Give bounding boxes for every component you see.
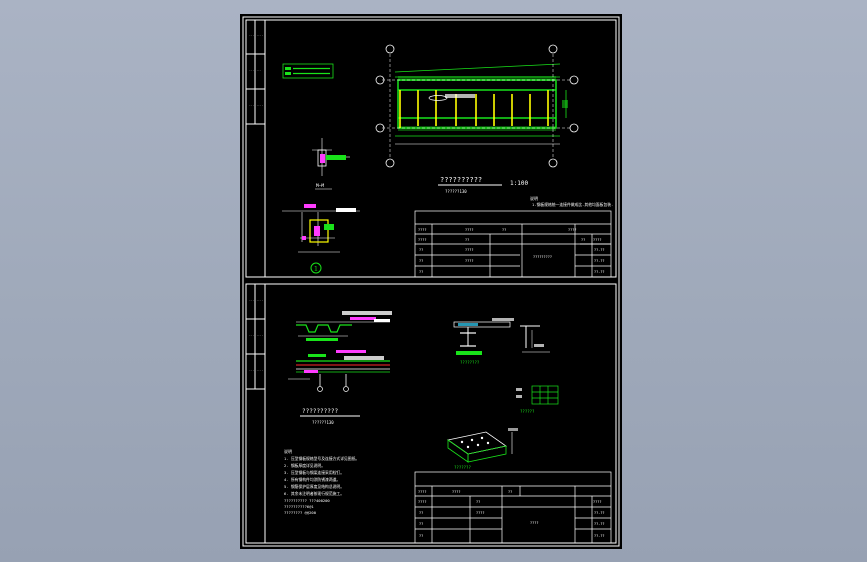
sheet1-note-label: 说明 xyxy=(530,195,538,201)
grid-axis-bubble-icon xyxy=(375,44,579,168)
stud-detail-label: ???????? xyxy=(460,360,480,365)
s1-block-text: ????????? xyxy=(533,255,552,259)
sheet2-note-4: 4. 所有钢构件均涂防锈漆两道。 xyxy=(284,477,340,482)
s2-mid-3: ?? xyxy=(476,500,480,504)
sheet2-note-6: 6. 其余未注明者按现行规范施工。 xyxy=(284,491,344,496)
s2-right-1: ???? xyxy=(593,500,601,504)
outer-border xyxy=(242,16,620,547)
s1-row-3: ?? xyxy=(419,248,423,252)
sheet2-section-title: ?????????? xyxy=(302,408,339,415)
cad-drawing-svg: ............... ................ .......… xyxy=(242,16,620,547)
s2-row-1: ???? xyxy=(418,490,426,494)
s1-row-1: ???? xyxy=(418,228,426,232)
s2-row-4: ?? xyxy=(419,522,423,526)
svg-text:........: ........ xyxy=(249,368,264,372)
plan-scale: 1:100 xyxy=(510,180,528,187)
plan-subtitle: ??????130 xyxy=(445,189,467,194)
s2-right-4: ??-?? xyxy=(594,534,605,538)
s1-row-2: ???? xyxy=(418,238,426,242)
svg-text:........: ........ xyxy=(249,103,264,107)
sheet2-note-3: 3. 压型钢板与钢梁连接采用栓钉。 xyxy=(284,470,344,475)
svg-text:.......: ....... xyxy=(249,68,262,72)
angle-detail xyxy=(520,325,550,353)
svg-text:........: ........ xyxy=(249,333,264,337)
section-detail-mm xyxy=(312,138,350,176)
s1-mid-3: ?? xyxy=(465,238,469,242)
s2-mid-4: ???? xyxy=(476,511,484,515)
s2-block-text: ???? xyxy=(530,521,538,525)
small-table xyxy=(516,385,559,405)
legend-block xyxy=(282,63,334,79)
s1-right-6: ??-?? xyxy=(594,270,605,274)
sheet2-notes-label: 说明 xyxy=(284,448,292,454)
s1-mid-2: ?? xyxy=(502,228,506,232)
stud-detail xyxy=(453,318,514,355)
svg-text:........: ........ xyxy=(249,298,264,302)
s1-right-1: ???? xyxy=(568,228,576,232)
sheet1-frame xyxy=(245,19,617,278)
iso-label: ??????? xyxy=(454,465,471,470)
sheet2-extra-3: ???????? @@200 xyxy=(284,510,317,515)
sheet2-note-5: 5. 钢筋保护层厚度见结构总说明。 xyxy=(284,484,344,489)
s1-right-2: ?? xyxy=(581,238,585,242)
sheet2-note-1: 1. 压型钢板规格型号及连接方式详见图纸。 xyxy=(284,456,359,461)
sheet2-section-subtitle: ??????130 xyxy=(312,420,334,425)
sheet2-extra-1: ?????????? ???400200 xyxy=(284,498,330,503)
s1-mid-5: ???? xyxy=(465,259,473,263)
s1-mid-4: ???? xyxy=(465,248,473,252)
plan-title: ?????????? xyxy=(440,176,482,184)
deck-section-drawing xyxy=(288,311,392,392)
s2-row-5: ?? xyxy=(419,534,423,538)
s2-row-3: ?? xyxy=(419,511,423,515)
s1-mid-1: ???? xyxy=(465,228,473,232)
cad-drawing-canvas[interactable]: ............... ................ .......… xyxy=(240,14,622,549)
s2-right-2: ??-?? xyxy=(594,511,605,515)
s2-mid-2: ?? xyxy=(508,490,512,494)
roof-plan xyxy=(375,44,579,168)
s2-row-2: ???? xyxy=(418,500,426,504)
detail-circle-icon xyxy=(310,262,322,274)
s2-right-3: ??-?? xyxy=(594,522,605,526)
s1-row-5: ?? xyxy=(419,270,423,274)
sheet2-title-block xyxy=(414,471,612,544)
small-table-label: ?????? xyxy=(520,409,535,414)
sheet2-note-2: 2. 钢板厚度详见说明。 xyxy=(284,463,325,468)
s2-mid-1: ???? xyxy=(452,490,460,494)
detail-number: 1 xyxy=(314,266,318,273)
svg-text:........: ........ xyxy=(249,33,264,37)
s1-right-3: ???? xyxy=(593,238,601,242)
section-mark: M—M xyxy=(316,183,324,189)
s1-right-5: ??-?? xyxy=(594,259,605,263)
sheet2-extra-2: ??????????6@1 xyxy=(284,504,314,509)
s1-row-4: ?? xyxy=(419,259,423,263)
isometric-deck-view xyxy=(447,428,518,463)
sheet1-note-text: 1.钢板规格统一连接件做成比-其他均面板包装. xyxy=(532,202,613,207)
sheet1-title-block xyxy=(414,210,612,278)
connection-detail-1 xyxy=(282,204,360,253)
s1-right-4: ??-?? xyxy=(594,248,605,252)
